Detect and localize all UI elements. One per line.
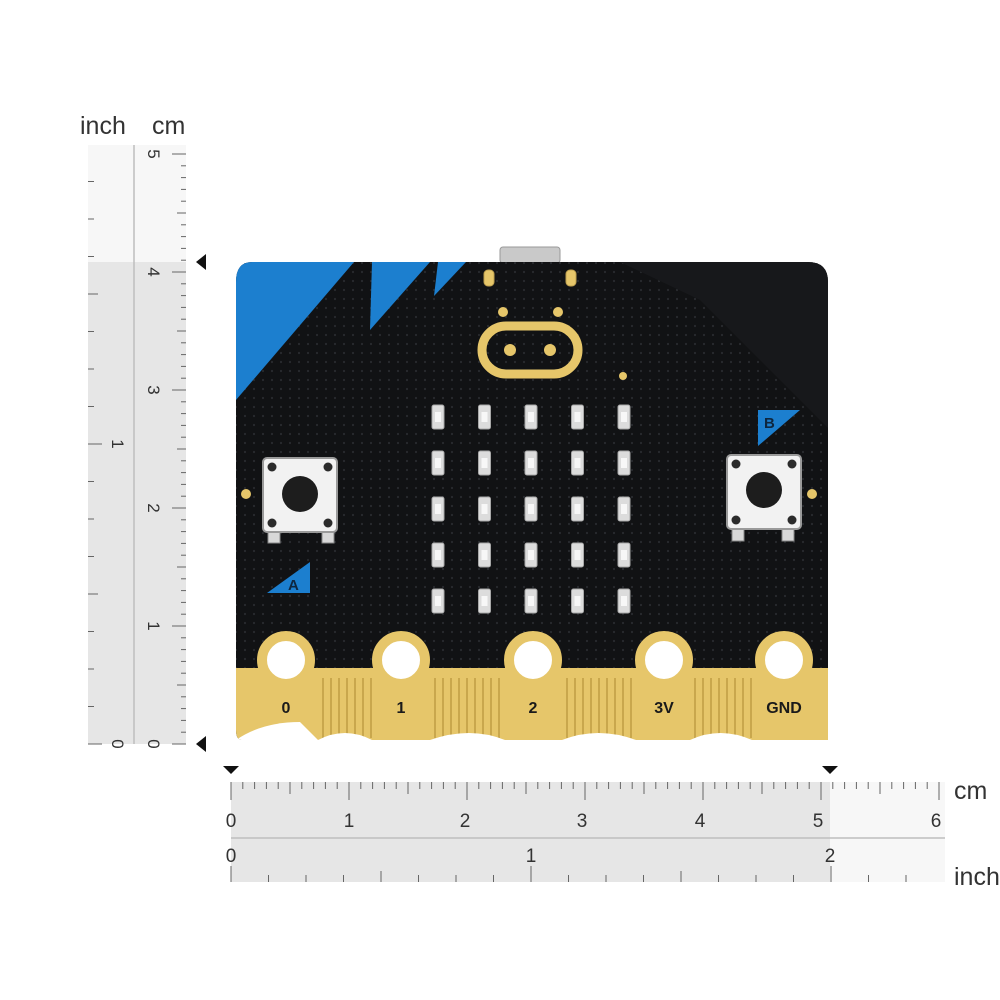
vertical-inch-tick-label: 0 bbox=[108, 739, 127, 748]
vertical-ruler-inch-labels: 0 1 bbox=[108, 439, 127, 748]
pin-label: 1 bbox=[397, 700, 406, 717]
microbit-logo bbox=[477, 321, 583, 379]
horizontal-cm-tick-label: 6 bbox=[931, 811, 942, 832]
button-a[interactable] bbox=[262, 457, 338, 544]
vertical-cm-tick-label: 5 bbox=[144, 149, 163, 158]
vertical-cm-tick-label: 3 bbox=[144, 385, 163, 394]
blue-stripe bbox=[434, 262, 466, 296]
horizontal-cm-tick-label: 5 bbox=[813, 811, 824, 832]
horizontal-inch-tick-label: 2 bbox=[825, 846, 836, 867]
vertical-ruler-inch-unit: inch bbox=[80, 112, 126, 140]
blue-stripe bbox=[370, 262, 430, 330]
blue-corner-stripe bbox=[236, 262, 360, 400]
horizontal-ruler-cm-labels: 0 1 2 3 4 5 6 bbox=[226, 811, 942, 832]
vertical-ruler-band bbox=[88, 262, 186, 744]
button-b-label: B bbox=[764, 415, 775, 432]
vertical-ruler-cm-labels: 0 1 2 3 4 5 bbox=[144, 149, 163, 748]
led-matrix bbox=[431, 404, 631, 614]
pin-label: 3V bbox=[654, 700, 674, 717]
top-marker-arrow-icon bbox=[196, 254, 206, 270]
button-a-label: A bbox=[288, 577, 299, 594]
microbit-board: A B 0 1 2 bbox=[236, 246, 828, 740]
bottom-marker-arrow-icon bbox=[196, 736, 206, 752]
horizontal-ruler-inch-unit: inch bbox=[954, 863, 1000, 891]
button-b[interactable] bbox=[726, 454, 802, 542]
button-b-marker: B bbox=[758, 410, 800, 446]
vertical-cm-tick-label: 2 bbox=[144, 503, 163, 512]
horizontal-cm-tick-label: 0 bbox=[226, 811, 237, 832]
vertical-cm-tick-label: 1 bbox=[144, 621, 163, 630]
vertical-cm-tick-label: 4 bbox=[144, 267, 163, 276]
horizontal-cm-tick-label: 1 bbox=[344, 811, 355, 832]
vertical-ruler: inch cm 0 1 2 3 4 5 0 1 bbox=[80, 112, 206, 752]
usb-connector bbox=[499, 246, 561, 264]
horizontal-ruler-cm-unit: cm bbox=[954, 777, 987, 805]
left-marker-arrow-icon bbox=[223, 766, 239, 774]
horizontal-cm-tick-label: 3 bbox=[577, 811, 588, 832]
pin-2[interactable]: 2 bbox=[504, 631, 562, 717]
horizontal-inch-tick-label: 0 bbox=[226, 846, 237, 867]
horizontal-ruler-band bbox=[231, 782, 830, 882]
button-a-cap[interactable] bbox=[282, 476, 318, 512]
button-a-marker: A bbox=[267, 562, 310, 594]
horizontal-cm-tick-label: 2 bbox=[460, 811, 471, 832]
pin-3v[interactable]: 3V bbox=[635, 631, 693, 717]
vertical-ruler-cm-unit: cm bbox=[152, 112, 185, 140]
horizontal-ruler: 0 1 2 3 4 5 6 0 1 2 cm inch bbox=[223, 766, 1000, 891]
horizontal-inch-tick-label: 1 bbox=[526, 846, 537, 867]
vertical-inch-tick-label: 1 bbox=[108, 439, 127, 448]
horizontal-ruler-ticks bbox=[230, 782, 940, 882]
pin-label: 2 bbox=[529, 700, 538, 717]
vertical-ruler-ticks bbox=[88, 153, 186, 745]
pin-gnd[interactable]: GND bbox=[755, 631, 813, 717]
pin-1[interactable]: 1 bbox=[372, 631, 430, 717]
horizontal-ruler-inch-labels: 0 1 2 bbox=[226, 846, 836, 867]
pin-label: GND bbox=[766, 700, 802, 717]
pin-label: 0 bbox=[282, 700, 291, 717]
button-b-cap[interactable] bbox=[746, 472, 782, 508]
right-marker-arrow-icon bbox=[822, 766, 838, 774]
pin-0[interactable]: 0 bbox=[257, 631, 315, 717]
vertical-cm-tick-label: 0 bbox=[144, 739, 163, 748]
horizontal-cm-tick-label: 4 bbox=[695, 811, 706, 832]
